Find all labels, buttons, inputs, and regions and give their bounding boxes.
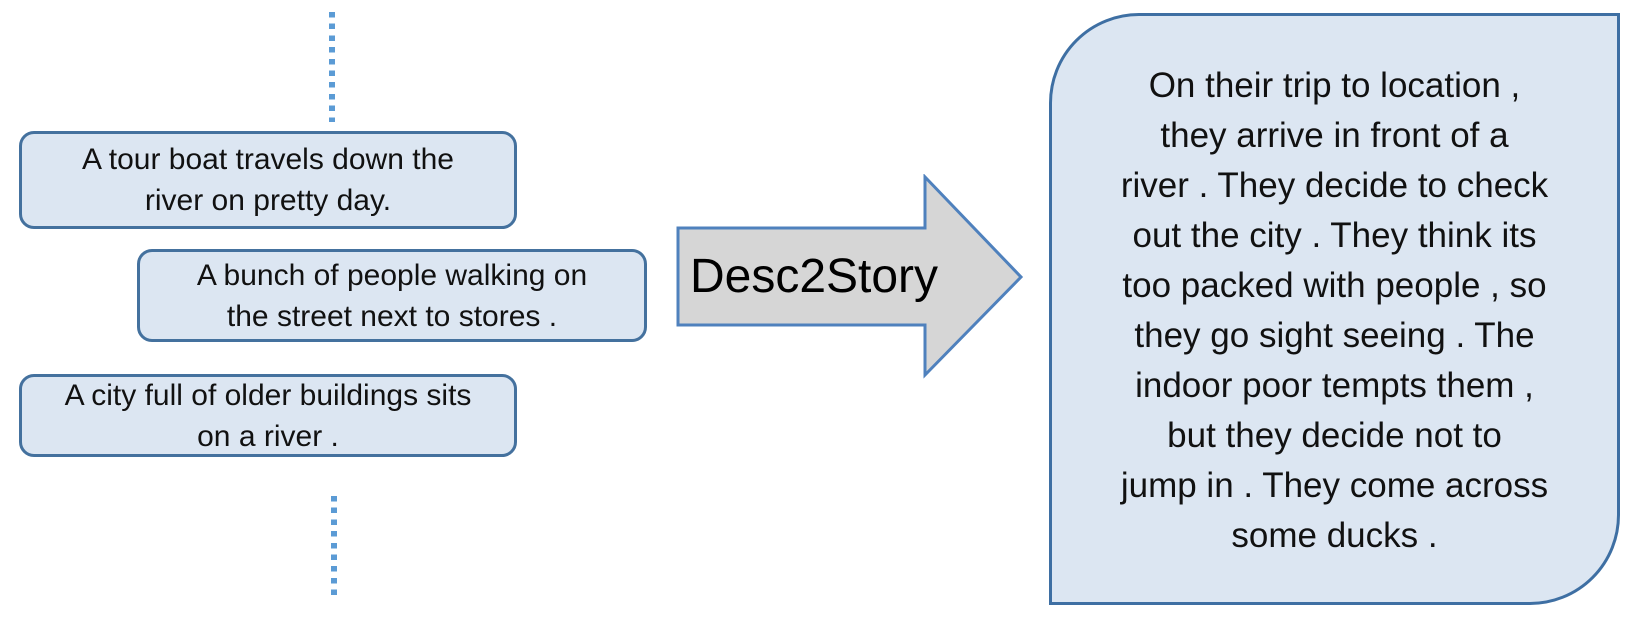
right-arrow-icon [676, 174, 1024, 379]
story-text: On their trip to location , they arrive … [1120, 66, 1549, 555]
right-arrow-shape [676, 174, 1024, 379]
description-box-1: A tour boat travels down the river on pr… [19, 131, 517, 229]
dotted-connector-bottom [331, 496, 337, 597]
arrow-label: Desc2Story [689, 250, 939, 303]
story-box: On their trip to location , they arrive … [1049, 13, 1620, 605]
description-text-2: A bunch of people walking on the street … [196, 258, 588, 333]
description-text-3: A city full of older buildings sits on a… [64, 378, 472, 453]
description-box-2: A bunch of people walking on the street … [137, 249, 647, 342]
dotted-connector-top [329, 12, 335, 122]
description-box-3: A city full of older buildings sits on a… [19, 374, 517, 457]
description-text-1: A tour boat travels down the river on pr… [82, 143, 454, 217]
